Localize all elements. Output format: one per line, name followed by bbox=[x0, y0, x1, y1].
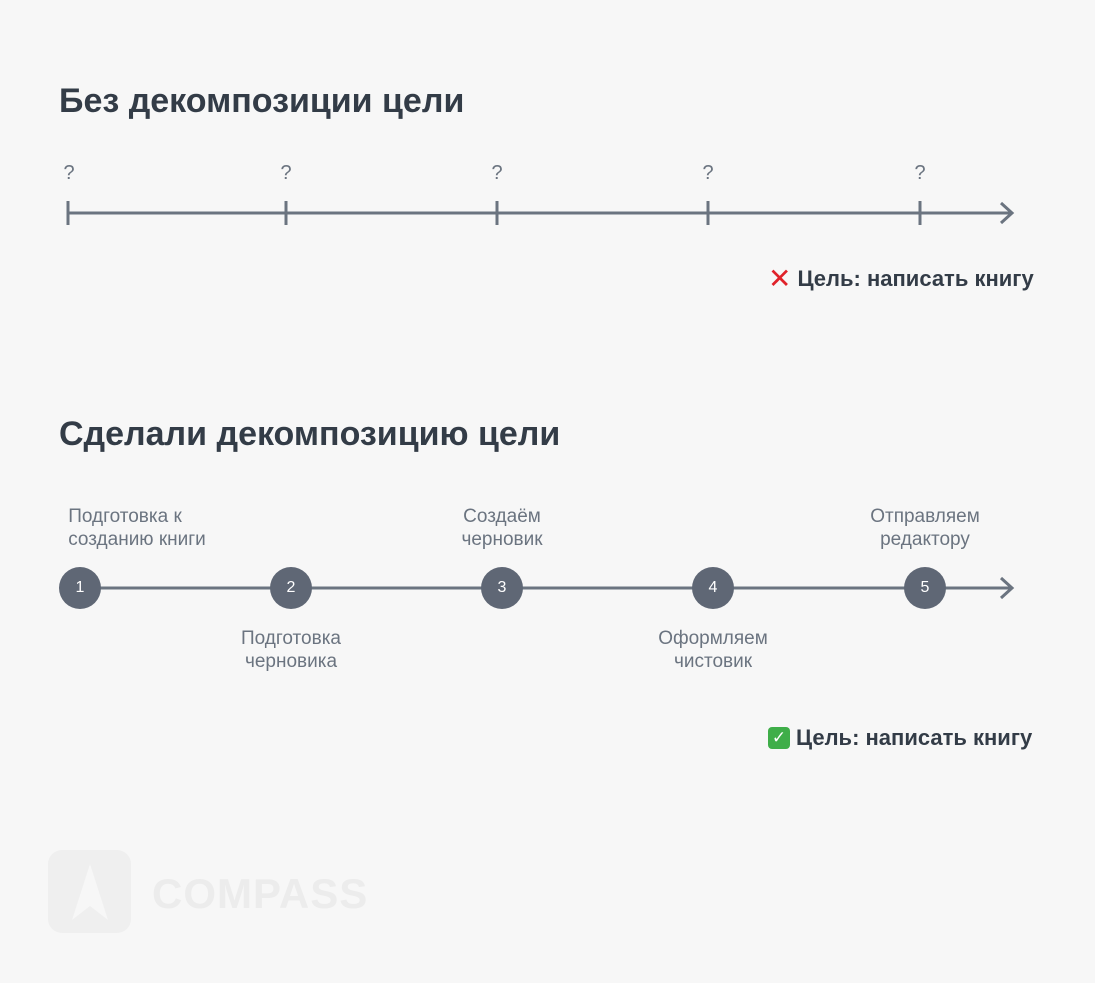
section1-title: Без декомпозиции цели bbox=[59, 82, 465, 120]
timeline-without-decomposition bbox=[66, 201, 1015, 225]
step-circle: 4 bbox=[692, 567, 734, 609]
unknown-marker: ? bbox=[63, 162, 75, 184]
step-circle: 1 bbox=[59, 567, 101, 609]
step-label: Подготовка к созданию книги bbox=[68, 506, 206, 550]
unknown-marker: ? bbox=[702, 162, 714, 184]
unknown-marker: ? bbox=[914, 162, 926, 184]
step-circle: 3 bbox=[481, 567, 523, 609]
unknown-marker: ? bbox=[280, 162, 292, 184]
step-label: Оформляем чистовик bbox=[658, 628, 768, 672]
goal-failed: ✕ Цель: написать книгу bbox=[768, 263, 1034, 294]
step-label: Отправляем редактору bbox=[870, 506, 980, 550]
timeline-with-decomposition bbox=[80, 576, 1015, 600]
compass-arrow-icon bbox=[72, 864, 108, 920]
step-label: Создаём черновик bbox=[461, 506, 543, 550]
check-mark-icon: ✓ bbox=[768, 727, 790, 749]
arrow-head-icon bbox=[999, 576, 1015, 600]
logo-text: COMPASS bbox=[152, 870, 369, 917]
step-label: Подготовка черновика bbox=[240, 628, 342, 672]
goal-text: Цель: написать книгу bbox=[796, 725, 1033, 750]
step-circle: 5 bbox=[904, 567, 946, 609]
arrow-head-icon bbox=[999, 201, 1015, 225]
logo-mark bbox=[48, 850, 131, 933]
step-circle: 2 bbox=[270, 567, 312, 609]
unknown-marker: ? bbox=[491, 162, 503, 184]
section2-title: Сделали декомпозицию цели bbox=[59, 415, 561, 453]
goal-text: Цель: написать книгу bbox=[797, 266, 1034, 291]
cross-mark-icon: ✕ bbox=[768, 263, 792, 294]
goal-achieved: ✓ Цель: написать книгу bbox=[768, 725, 1032, 751]
